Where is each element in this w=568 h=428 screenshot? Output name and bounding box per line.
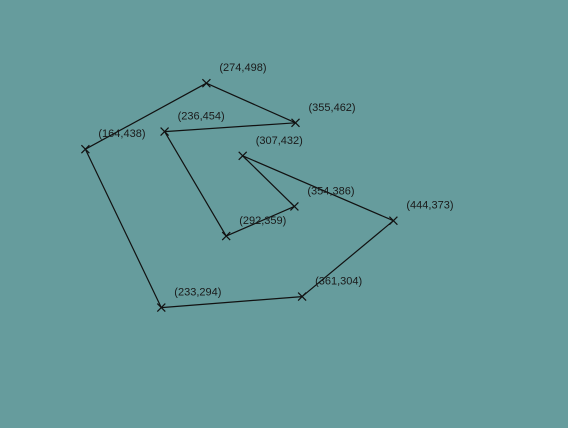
vertex-marker-4 [221,231,231,241]
edge-7 [301,220,394,298]
vertex-label-4: (292,359) [239,215,286,227]
vertex-label-6: (307,432) [256,135,303,147]
vertex-label-2: (355,462) [309,102,356,114]
edge-8 [161,296,303,309]
vertex-markers [80,78,398,313]
vertex-marker-9 [156,303,166,313]
polyline-segments [84,82,394,309]
vertex-labels: (164,438) (274,498) (355,462) (236,454) (292… [98,62,453,298]
vertex-label-7: (444,373) [406,200,453,212]
edge-2 [164,122,296,133]
vertex-label-9: (233,294) [174,287,221,299]
vertex-label-5: (354,386) [307,185,354,197]
vertex-marker-0 [80,144,90,154]
vertex-marker-2 [291,118,300,128]
vertex-marker-5 [289,201,299,211]
edge-3 [164,131,227,237]
edge-1 [206,82,296,124]
edge-4 [225,205,295,237]
vertex-marker-7 [388,216,398,226]
edge-6 [242,155,394,222]
vertex-label-3: (236,454) [178,111,225,123]
vertex-marker-6 [238,151,248,161]
edge-0 [85,82,207,150]
edge-5 [242,155,295,207]
vertex-label-1: (274,498) [219,62,266,74]
vertex-label-8: (361,304) [315,276,362,288]
vertex-marker-8 [297,292,307,302]
edge-9 [84,148,162,308]
vertex-marker-3 [160,127,170,137]
vertex-label-0: (164,438) [98,128,145,140]
vertex-marker-1 [201,78,211,88]
